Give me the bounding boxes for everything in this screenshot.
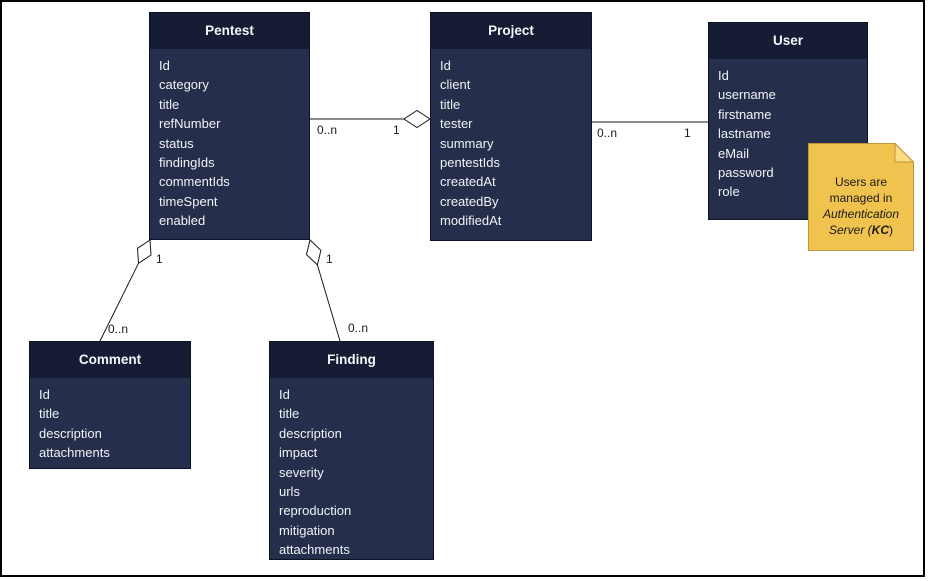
entity-user-fields: Id username firstname lastname eMail password… xyxy=(709,59,867,202)
multiplicity-project-side-right: 0..n xyxy=(597,126,618,140)
entity-project: Project Id client title tester summary pentes… xyxy=(430,12,592,241)
aggregation-diamond-project xyxy=(403,109,431,129)
entity-field: lastname xyxy=(718,126,771,142)
entity-field: Id xyxy=(279,387,290,402)
entity-field: Id xyxy=(39,387,50,402)
entity-field: client xyxy=(440,77,471,93)
entity-field: Id xyxy=(159,58,170,73)
entity-field: attachments xyxy=(279,542,350,558)
entity-field: Id xyxy=(718,68,729,83)
entity-field: attachments xyxy=(39,445,110,461)
multiplicity-finding-side: 0..n xyxy=(348,321,369,335)
entity-field: tester xyxy=(440,116,473,132)
entity-field: commentIds xyxy=(159,174,230,190)
entity-pentest-fields: Id category title refNumber status findingIds… xyxy=(150,49,309,231)
sticky-note-shape xyxy=(808,142,915,251)
entity-field: mitigation xyxy=(279,522,335,538)
entity-pentest-title: Pentest xyxy=(150,13,309,49)
entity-user-title: User xyxy=(709,23,867,59)
sticky-note: Users are managed in Authentication Serv… xyxy=(808,142,915,251)
entity-field: createdBy xyxy=(440,193,499,209)
entity-finding-fields: Id title description impact severity urls repr… xyxy=(270,378,433,560)
edge-pentest-finding xyxy=(316,264,341,342)
entity-field: category xyxy=(159,77,209,93)
note-line-4: Server (KC) xyxy=(828,223,894,237)
entity-field: findingIds xyxy=(159,154,215,170)
multiplicity-project-side-left: 1 xyxy=(393,123,400,137)
entity-field: impact xyxy=(279,445,318,461)
entity-finding-title: Finding xyxy=(270,342,433,378)
entity-field: title xyxy=(440,96,461,112)
entity-field: password xyxy=(718,164,774,180)
sticky-note-text: Users are managed in Authentication Serv… xyxy=(808,174,914,238)
entity-field: firstname xyxy=(718,106,772,122)
entity-field: pentestIds xyxy=(440,154,500,170)
entity-field: modifiedAt xyxy=(440,213,502,229)
entity-field: summary xyxy=(440,135,494,151)
entity-field: status xyxy=(159,135,194,151)
entity-field: enabled xyxy=(159,213,206,229)
entity-comment-title: Comment xyxy=(30,342,190,378)
entity-comment: Comment Id title description attachments xyxy=(29,341,191,469)
entity-field: title xyxy=(279,406,300,422)
note-line-3: Authentication xyxy=(822,207,900,221)
entity-field: username xyxy=(718,87,776,103)
aggregation-diamond-pentest-finding xyxy=(305,239,322,266)
note-line-1: Users are xyxy=(834,175,887,189)
entity-pentest: Pentest Id category title refNumber status fi… xyxy=(149,12,310,240)
entity-field: Id xyxy=(440,58,451,73)
multiplicity-pentest-finding-one: 1 xyxy=(326,252,333,266)
multiplicity-comment-side: 0..n xyxy=(108,322,129,336)
entity-field: eMail xyxy=(718,145,750,161)
entity-field: urls xyxy=(279,483,300,499)
entity-field: refNumber xyxy=(159,116,221,132)
entity-field: title xyxy=(159,96,180,112)
multiplicity-user-side: 1 xyxy=(684,126,691,140)
entity-field: timeSpent xyxy=(159,193,218,209)
entity-field: reproduction xyxy=(279,503,352,519)
edge-pentest-comment xyxy=(99,263,139,342)
entity-field: title xyxy=(39,406,60,422)
entity-field: description xyxy=(39,425,102,441)
entity-project-fields: Id client title tester summary pentestIds crea… xyxy=(431,49,591,231)
entity-field: createdAt xyxy=(440,174,496,190)
entity-project-title: Project xyxy=(431,13,591,49)
entity-field: description xyxy=(279,425,342,441)
entity-field: role xyxy=(718,184,740,200)
entity-field: severity xyxy=(279,464,324,480)
aggregation-diamond-pentest-comment xyxy=(136,239,152,265)
entity-comment-fields: Id title description attachments xyxy=(30,378,190,463)
entity-finding: Finding Id title description impact severity… xyxy=(269,341,434,560)
multiplicity-pentest-comment-one: 1 xyxy=(156,252,163,266)
note-line-2: managed in xyxy=(829,191,893,205)
multiplicity-pentest-side: 0..n xyxy=(317,123,338,137)
